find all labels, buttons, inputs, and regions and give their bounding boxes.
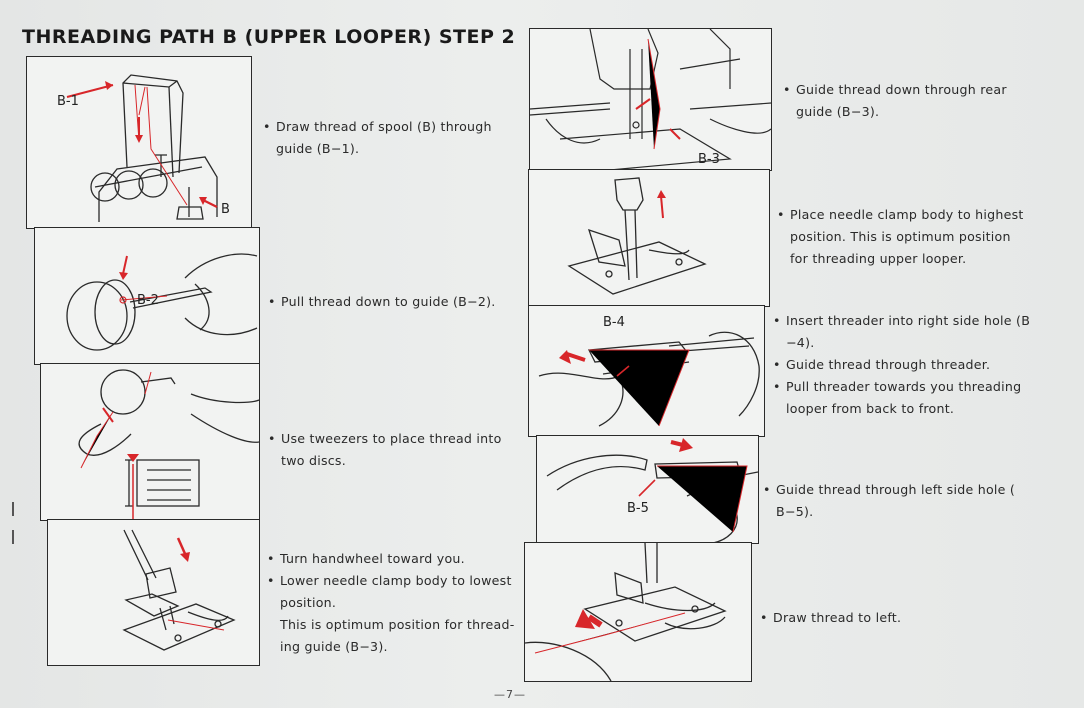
- illustration-panel-2: B-2: [34, 227, 260, 365]
- step-5-line-2: guide (B−3).: [796, 104, 880, 119]
- step-6-line-3: for threading upper looper.: [790, 251, 967, 266]
- illustration-panel-3: [40, 363, 260, 521]
- step-8-line-1: Guide thread through left side hole (: [763, 479, 1033, 501]
- step-1-text: Draw thread of spool (B) through guide (…: [263, 116, 513, 160]
- margin-mark: [12, 530, 14, 544]
- step-1-line-2: guide (B−1).: [276, 141, 360, 156]
- step-4-text: Turn handwheel toward you. Lower needle …: [267, 548, 517, 658]
- step-3-text: Use tweezers to place thread into two di…: [268, 428, 518, 472]
- margin-mark: [12, 502, 14, 516]
- label-b1: B-1: [57, 94, 79, 109]
- step-2-line-1: Pull thread down to guide (B−2).: [268, 291, 518, 313]
- illustration-panel-9: [524, 542, 752, 682]
- illustration-panel-6: [528, 169, 770, 307]
- step-2-text: Pull thread down to guide (B−2).: [268, 291, 518, 313]
- step-3-line-2: two discs.: [281, 453, 346, 468]
- step-5-line-1: Guide thread down through rear: [783, 79, 1053, 101]
- step-3-line-1: Use tweezers to place thread into: [268, 428, 518, 450]
- step-6-line-1: Place needle clamp body to highest: [777, 204, 1047, 226]
- step-7-line-a1: Insert threader into right side hole (B: [773, 310, 1043, 332]
- step-4-line-c2: ing guide (B−3).: [280, 639, 388, 654]
- page-number: —7—: [494, 688, 526, 701]
- step-7-line-a2: −4).: [786, 335, 815, 350]
- illustration-panel-4: [47, 519, 260, 666]
- step-8-line-2: B−5).: [776, 504, 814, 519]
- illustration-panel-8: B-5: [536, 435, 759, 544]
- step-6-line-2: position. This is optimum position: [790, 229, 1011, 244]
- page-title: THREADING PATH B (UPPER LOOPER) STEP 2: [22, 26, 516, 48]
- step-8-text: Guide thread through left side hole ( B−…: [763, 479, 1033, 523]
- step-5-text: Guide thread down through rear guide (B−…: [783, 79, 1053, 123]
- step-4-line-a: Turn handwheel toward you.: [267, 548, 517, 570]
- label-b4: B-4: [603, 315, 625, 330]
- label-b5: B-5: [627, 501, 649, 516]
- label-b3: B-3: [698, 152, 720, 167]
- illustration-panel-7: B-4: [528, 305, 765, 437]
- step-7-text: Insert threader into right side hole (B …: [773, 310, 1043, 420]
- label-b2: B-2: [137, 293, 159, 308]
- step-6-text: Place needle clamp body to highest posit…: [777, 204, 1047, 270]
- step-7-line-c1: Pull threader towards you threading: [773, 376, 1043, 398]
- illustration-panel-5: B-3: [529, 28, 772, 171]
- step-7-line-b: Guide thread through threader.: [773, 354, 1043, 376]
- step-7-line-c2: looper from back to front.: [786, 401, 955, 416]
- illustration-panel-1: B-1 B: [26, 56, 252, 229]
- step-9-text: Draw thread to left.: [760, 607, 1030, 629]
- step-9-line-1: Draw thread to left.: [760, 607, 1030, 629]
- step-4-line-c1: This is optimum position for thread-: [280, 617, 515, 632]
- label-b: B: [221, 202, 230, 217]
- step-1-line-1: Draw thread of spool (B) through: [263, 116, 513, 138]
- step-4-line-b2: position.: [280, 595, 337, 610]
- step-4-line-b1: Lower needle clamp body to lowest: [267, 570, 517, 592]
